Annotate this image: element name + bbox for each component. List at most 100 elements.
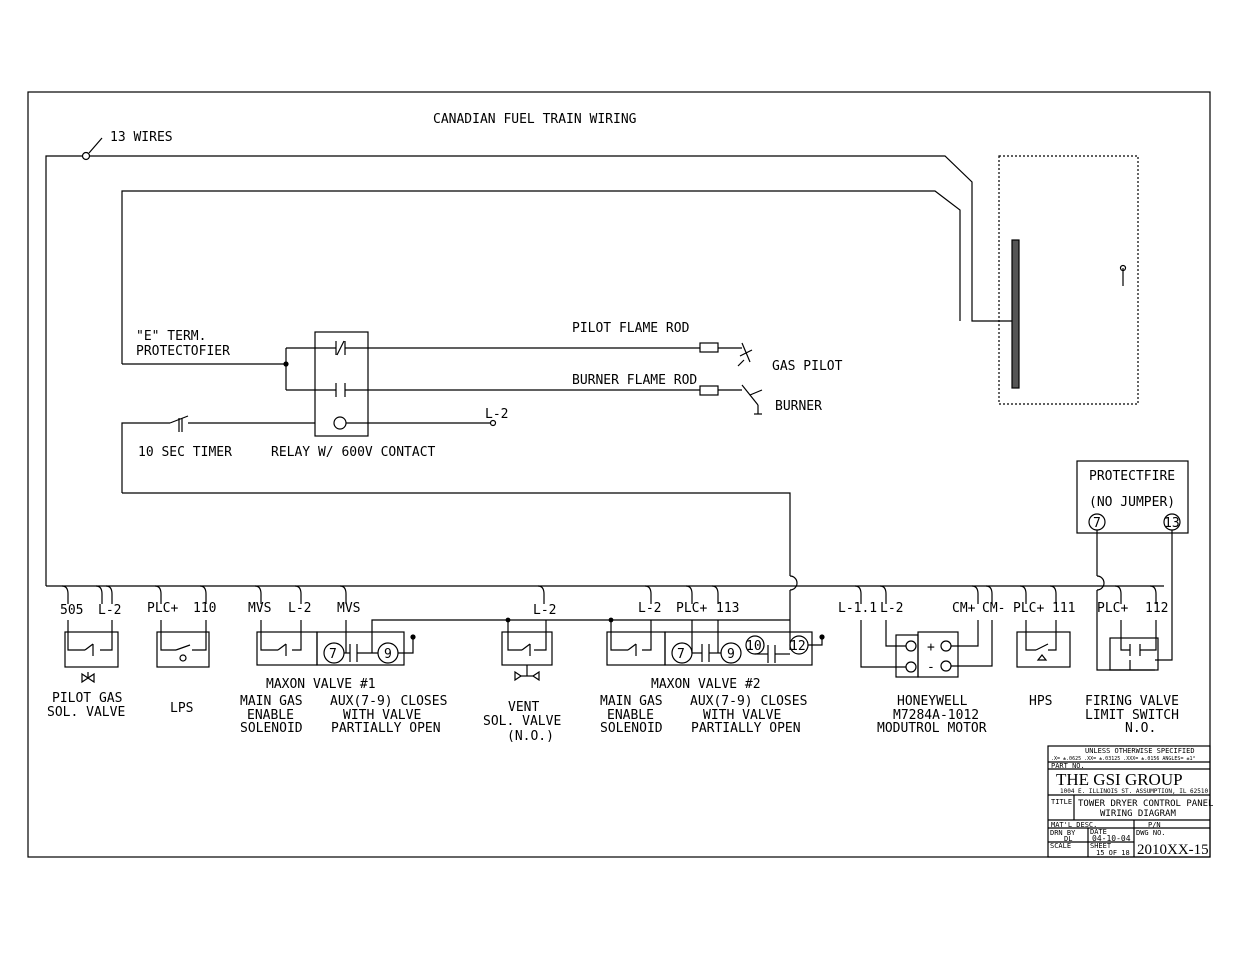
pilot-gas-valve — [64, 620, 119, 684]
hps-label: HPS — [1029, 694, 1052, 709]
title-block: UNLESS OTHERWISE SPECIFIED .X= ±.0625 .X… — [1047, 745, 1213, 858]
maxon-valve-2: 7 9 10 12 — [606, 617, 825, 666]
m1-main-gas-label: MAIN GAS — [240, 694, 303, 709]
burner-label: BURNER — [775, 399, 822, 414]
bus-drops — [61, 585, 1157, 604]
m1-solenoid-label: SOLENOID — [240, 721, 303, 736]
terminal-l2: L-2 — [880, 601, 903, 616]
maxon-1-label: MAXON VALVE #1 — [266, 677, 376, 692]
v2-circle-12: 12 — [790, 639, 806, 654]
limit-switch-label: LIMIT SWITCH — [1085, 708, 1179, 723]
company-address: 1004 E. ILLINOIS ST. ASSUMPTION, IL 6251… — [1060, 788, 1208, 795]
terminal-l2: L-2 — [533, 603, 556, 618]
terminal-plc: PLC+ — [1097, 601, 1128, 616]
matl-desc-label: MAT'L DESC. — [1051, 821, 1097, 829]
pilot-gas-label: PILOT GAS — [52, 691, 122, 706]
v1-circle-7: 7 — [329, 647, 337, 662]
v2-circle-9: 9 — [727, 647, 735, 662]
e-term-label: "E" TERM. — [136, 329, 206, 344]
protectofier-wire — [121, 190, 961, 364]
v2-circle-7: 7 — [677, 647, 685, 662]
m2-partially-open-label: PARTIALLY OPEN — [691, 721, 801, 736]
m1-with-valve-label: WITH VALVE — [343, 708, 421, 723]
terminal-111: 111 — [1052, 601, 1075, 616]
diagram-title: CANADIAN FUEL TRAIN WIRING — [433, 112, 637, 127]
maxon-valve-1: 7 9 — [256, 619, 790, 666]
vent-sol-valve-label: SOL. VALVE — [483, 714, 561, 729]
dwg-no-label: DWG NO. — [1136, 829, 1166, 837]
company-name: THE GSI GROUP — [1056, 770, 1183, 789]
protectfire: 7 13 — [1076, 460, 1189, 671]
date-label: DATE — [1090, 828, 1107, 836]
tolerance-line-2: .X= ±.0625 .XX= ±.03125 .XXX= ±.0156 ANG… — [1051, 756, 1196, 762]
burner-flame-rod — [699, 384, 763, 415]
cable-13-wires: 13 WIRES — [45, 130, 1012, 586]
honeywell-motor: + - — [860, 620, 993, 678]
terminal-112: 112 — [1145, 601, 1168, 616]
no-jumper-label: (NO JUMPER) — [1089, 495, 1175, 510]
terminal-l2: L-2 — [288, 601, 311, 616]
maxon-2-label: MAXON VALVE #2 — [651, 677, 761, 692]
terminal-cm-plus: CM+ — [952, 601, 976, 616]
no-label: N.O. — [1125, 721, 1156, 736]
terminal-l11: L-1.1 — [838, 601, 877, 616]
m1-aux-label: AUX(7-9) CLOSES — [330, 694, 447, 709]
gas-pilot-label: GAS PILOT — [772, 359, 843, 374]
terminal-cm-minus: CM- — [982, 601, 1005, 616]
relay — [283, 331, 700, 437]
pilot-flame-rod — [699, 342, 753, 367]
lps-label: LPS — [170, 701, 193, 716]
pilot-flame-rod-label: PILOT FLAME ROD — [572, 321, 690, 336]
timer-label: 10 SEC TIMER — [138, 445, 232, 460]
pilot-sol-valve-label: SOL. VALVE — [47, 705, 125, 720]
motor-minus-sign: - — [927, 660, 935, 675]
v2-circle-10: 10 — [746, 639, 762, 654]
drawing-border — [27, 91, 1211, 858]
vent-valve — [501, 617, 553, 682]
honeywell-model-label: M7284A-1012 — [893, 708, 979, 723]
firing-valve-switch — [1109, 620, 1159, 671]
m2-aux-label: AUX(7-9) CLOSES — [690, 694, 807, 709]
terminal-plc: PLC+ — [147, 601, 178, 616]
terminal-113: 113 — [716, 601, 739, 616]
timer — [121, 415, 798, 650]
drawing-title-2: WIRING DIAGRAM — [1100, 809, 1176, 819]
scale-label: SCALE — [1050, 842, 1071, 850]
pn-label: P/N — [1148, 821, 1161, 829]
terminal-l2: L-2 — [638, 601, 661, 616]
modutrol-label: MODUTROL MOTOR — [877, 721, 987, 736]
sheet-value: 15 OF 18 — [1096, 849, 1130, 857]
protectofier-label: PROTECTOFIER — [136, 344, 230, 359]
title-label: TITLE — [1051, 798, 1072, 806]
burner-flame-rod-label: BURNER FLAME ROD — [572, 373, 697, 388]
drawing-number: 2010XX-15 — [1137, 842, 1209, 858]
terminal-505: 505 — [60, 603, 83, 618]
drawn-by-value: DL — [1064, 835, 1072, 843]
drawing-title-1: TOWER DRYER CONTROL PANEL — [1078, 799, 1213, 809]
control-panel — [998, 155, 1139, 405]
cable-note: 13 WIRES — [110, 130, 173, 145]
m1-partially-open-label: PARTIALLY OPEN — [331, 721, 441, 736]
date-value: 04-10-04 — [1092, 834, 1131, 843]
l2-relay-label: L-2 — [485, 407, 508, 422]
vent-label: VENT — [508, 700, 539, 715]
terminal-l2: L-2 — [98, 603, 121, 618]
motor-plus-sign: + — [927, 640, 935, 655]
tolerance-line-1: UNLESS OTHERWISE SPECIFIED — [1085, 747, 1195, 755]
pf-term-7: 7 — [1093, 516, 1101, 531]
m2-solenoid-label: SOLENOID — [600, 721, 663, 736]
terminal-plc: PLC+ — [676, 601, 707, 616]
firing-valve-label: FIRING VALVE — [1085, 694, 1179, 709]
v1-circle-9: 9 — [384, 647, 392, 662]
honeywell-label: HONEYWELL — [897, 694, 968, 709]
relay-label: RELAY W/ 600V CONTACT — [271, 445, 436, 460]
drawn-by-label: DRN BY — [1050, 829, 1076, 837]
protectfire-label: PROTECTFIRE — [1089, 469, 1175, 484]
vent-no-label: (N.O.) — [507, 729, 554, 744]
hps-switch — [1016, 620, 1071, 668]
m2-enable-label: ENABLE — [607, 708, 654, 723]
terminal-110: 110 — [193, 601, 216, 616]
terminal-plc: PLC+ — [1013, 601, 1044, 616]
m2-with-valve-label: WITH VALVE — [703, 708, 781, 723]
